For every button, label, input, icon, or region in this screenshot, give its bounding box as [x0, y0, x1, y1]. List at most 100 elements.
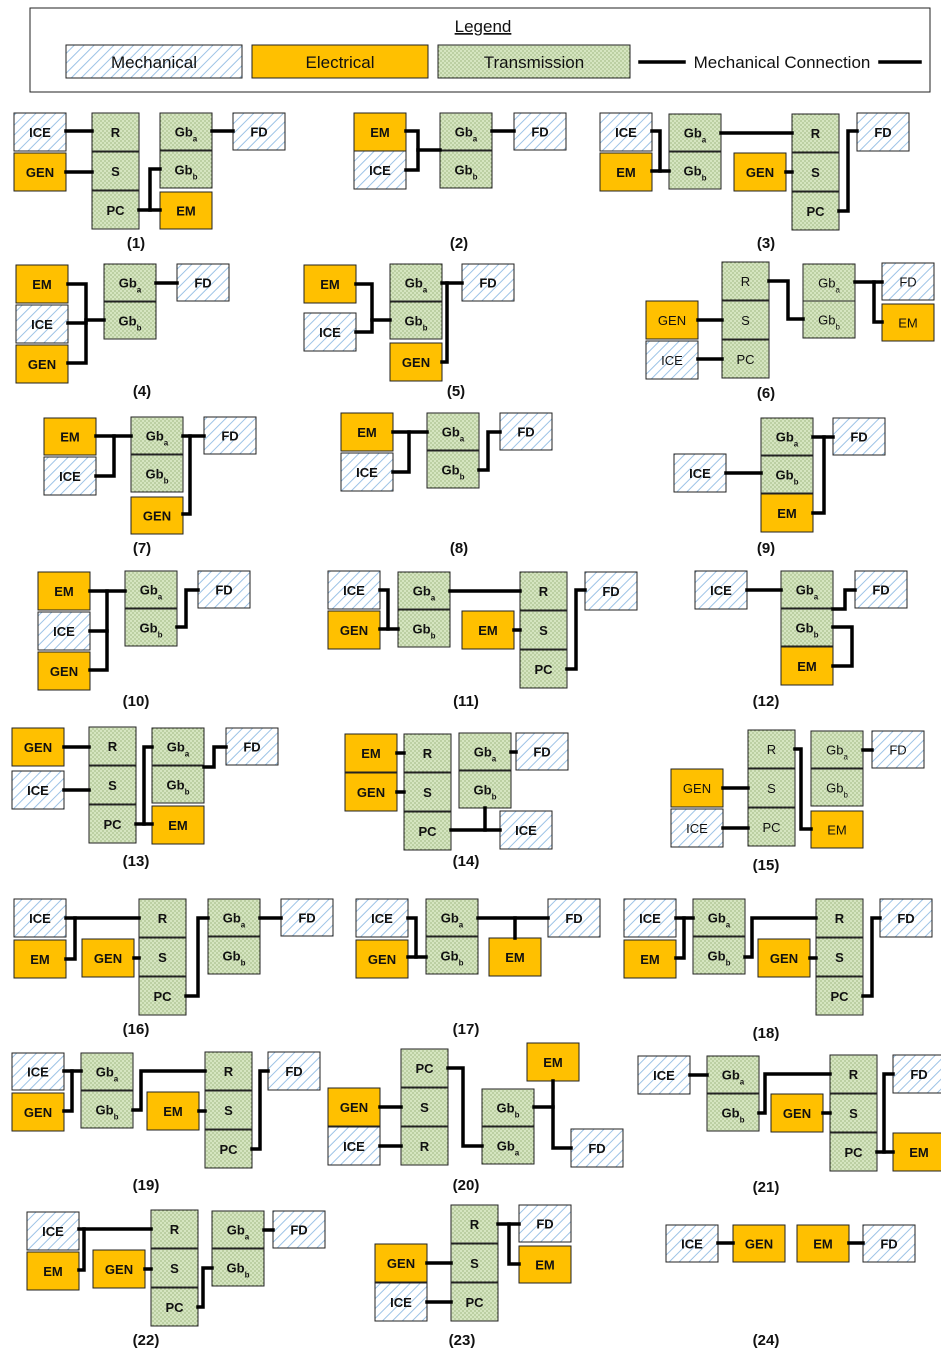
legend-transmission-label: Transmission [484, 53, 584, 72]
ice-label: ICE [356, 465, 378, 480]
fd-label: FD [565, 911, 582, 926]
fd-block: FD [856, 112, 910, 152]
gb-a-block: Gba [80, 1052, 134, 1091]
gb-label: Gba [818, 276, 840, 295]
fd-label: FD [290, 1223, 307, 1238]
fd-block: FD [225, 727, 279, 766]
pc-label: PC [106, 203, 125, 218]
ice-block: ICE [26, 1211, 80, 1251]
fd-label: FD [221, 429, 238, 444]
gb-b-block: Gbb [124, 608, 178, 647]
gb-label: Gbb [175, 163, 198, 182]
ice-block: ICE [11, 1052, 65, 1091]
fd-label: FD [531, 125, 548, 140]
configuration-caption: (17) [453, 1021, 480, 1038]
em-block: EM [796, 1224, 850, 1263]
mechanical-connection [837, 129, 859, 213]
gb-label: Gbb [442, 463, 465, 482]
em-label: EM [32, 277, 52, 292]
em-block: EM [13, 939, 67, 979]
configuration-caption: (22) [133, 1332, 160, 1349]
em-label: EM [478, 623, 498, 638]
s-label: S [108, 778, 117, 793]
fd-block: FD [547, 898, 601, 938]
r-block: R [403, 733, 452, 773]
gb-a-block: Gba [389, 263, 443, 302]
gb-b-block: Gbb [103, 301, 157, 340]
r-block: R [450, 1204, 499, 1244]
gb-label: Gba [175, 125, 198, 144]
fd-label: FD [285, 1064, 302, 1079]
mechanical-connection [882, 1072, 895, 1154]
gb-label: Gbb [708, 949, 731, 968]
gb-b-block: Gbb [810, 768, 864, 807]
gb-a-block: Gba [159, 112, 213, 151]
s-label: S [849, 1106, 858, 1121]
legend-connection-label: Mechanical Connection [694, 53, 871, 72]
s-label: S [811, 165, 820, 180]
em-label: EM [898, 316, 918, 331]
mechanical-connection [767, 279, 805, 321]
ice-block: ICE [499, 810, 553, 850]
pc-block: PC [91, 190, 140, 230]
s-block: S [91, 151, 140, 191]
pc-label: PC [219, 1142, 238, 1157]
gb-b-block: Gbb [80, 1090, 134, 1129]
configuration-caption: (5) [447, 383, 465, 400]
r-label: R [741, 274, 750, 289]
gb-label: Gbb [146, 467, 169, 486]
configuration-caption: (19) [133, 1177, 160, 1194]
ice-label: ICE [686, 821, 708, 836]
ice-label: ICE [29, 911, 51, 926]
pc-block: PC [815, 976, 864, 1016]
gb-label: Gbb [684, 164, 707, 183]
gb-b-block: Gbb [706, 1093, 760, 1132]
mechanical-connection [440, 281, 449, 364]
gb-b-block: Gbb [130, 454, 184, 493]
mechanical-connection [743, 916, 818, 959]
gb-label: Gba [442, 425, 465, 444]
gen-label: GEN [658, 313, 686, 328]
gen-label: GEN [357, 785, 385, 800]
gen-label: GEN [387, 1256, 415, 1271]
ice-label: ICE [639, 911, 661, 926]
gb-b-block: Gbb [760, 455, 814, 494]
gen-block: GEN [355, 939, 409, 979]
gb-a-block: Gba [425, 898, 479, 937]
fd-label: FD [602, 584, 619, 599]
s-label: S [170, 1261, 179, 1276]
r-label: R [767, 742, 776, 757]
legend-title: Legend [455, 17, 512, 36]
fd-block: FD [892, 1054, 941, 1094]
ice-label: ICE [29, 125, 51, 140]
s-block: S [519, 610, 568, 650]
ice-block: ICE [327, 1126, 381, 1166]
r-block: R [400, 1126, 449, 1166]
em-block: EM [151, 805, 205, 845]
gen-block: GEN [327, 1087, 381, 1127]
gb-label: Gba [722, 1068, 745, 1087]
em-label: EM [797, 659, 817, 674]
gb-label: Gba [684, 126, 707, 145]
s-label: S [741, 313, 750, 328]
gen-block: GEN [770, 1093, 824, 1133]
ice-label: ICE [53, 624, 75, 639]
em-block: EM [780, 646, 834, 686]
gb-b-block: Gbb [692, 936, 746, 975]
gen-label: GEN [24, 1105, 52, 1120]
pc-label: PC [844, 1145, 863, 1160]
em-label: EM [616, 165, 636, 180]
r-label: R [170, 1222, 180, 1237]
em-block: EM [26, 1251, 80, 1291]
gen-block: GEN [11, 1092, 65, 1132]
fd-block: FD [272, 1210, 326, 1249]
gen-block: GEN [130, 496, 184, 535]
gen-block: GEN [37, 651, 91, 691]
pc-label: PC [736, 352, 754, 367]
em-block: EM [892, 1132, 941, 1172]
gen-block: GEN [344, 772, 398, 812]
gb-label: Gba [405, 276, 428, 295]
gen-block: GEN [733, 152, 787, 192]
mechanical-connection [811, 435, 826, 515]
r-block: R [791, 113, 840, 153]
